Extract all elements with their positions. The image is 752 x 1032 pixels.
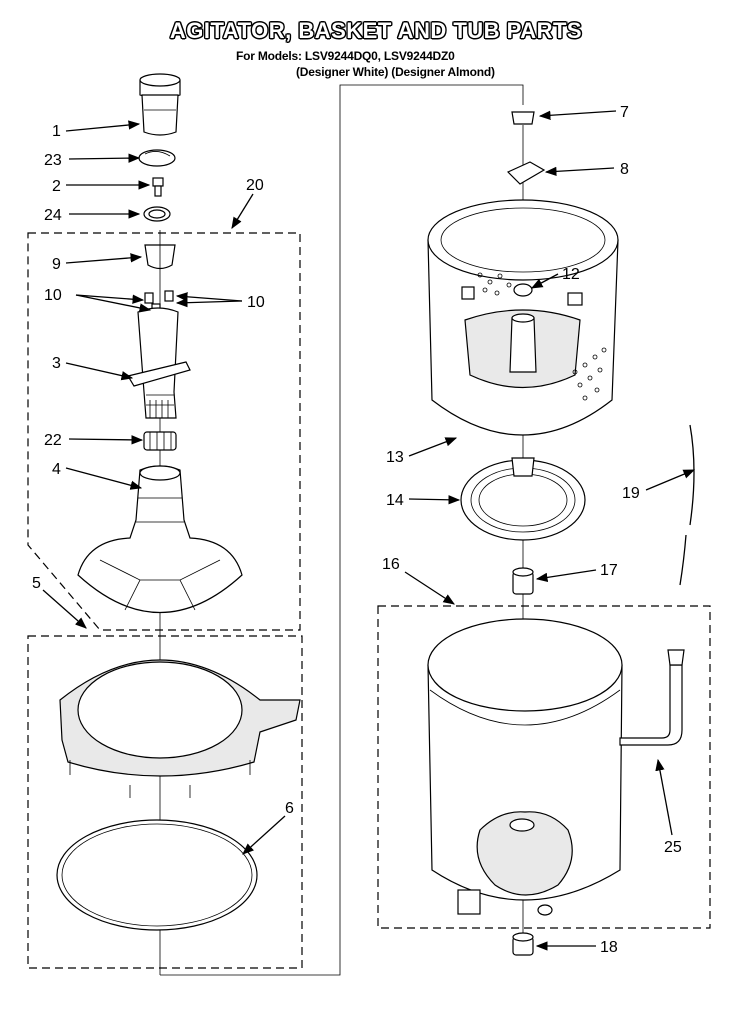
callout-8: 8 bbox=[620, 161, 629, 178]
callout-17: 17 bbox=[600, 562, 618, 579]
callout-2: 2 bbox=[52, 178, 61, 195]
colors-line: (Designer White) (Designer Almond) bbox=[296, 65, 495, 79]
callout-1: 1 bbox=[52, 123, 61, 140]
callout-9: 9 bbox=[52, 256, 61, 273]
drive-hub-part[interactable] bbox=[460, 457, 586, 541]
callout-20: 20 bbox=[246, 177, 264, 194]
basket-nut-part[interactable] bbox=[513, 283, 533, 297]
callout-16: 16 bbox=[382, 556, 400, 573]
outer-tub-group-box bbox=[377, 605, 711, 929]
bottom-grommet-part[interactable] bbox=[512, 932, 534, 956]
outer-tub-part[interactable] bbox=[427, 618, 623, 916]
callout-23: 23 bbox=[44, 152, 62, 169]
callout-18: 18 bbox=[600, 939, 618, 956]
callout-5: 5 bbox=[32, 575, 41, 592]
tub-ring-part[interactable] bbox=[59, 659, 301, 798]
retainer-part[interactable] bbox=[506, 161, 546, 185]
hose-part[interactable] bbox=[679, 424, 695, 586]
auger-part[interactable] bbox=[127, 307, 191, 419]
agitator-base-part[interactable] bbox=[77, 465, 243, 613]
agitator-cap-part[interactable] bbox=[139, 73, 181, 136]
callout-10-right: 10 bbox=[247, 294, 265, 311]
basket-part[interactable] bbox=[427, 199, 619, 436]
bolt-part[interactable] bbox=[152, 177, 164, 197]
leader-lines bbox=[42, 110, 696, 951]
callout-25: 25 bbox=[664, 839, 682, 856]
callout-10-left: 10 bbox=[44, 287, 62, 304]
callout-22: 22 bbox=[44, 432, 62, 449]
callout-6: 6 bbox=[285, 800, 294, 817]
callout-24: 24 bbox=[44, 207, 62, 224]
callout-4: 4 bbox=[52, 461, 61, 478]
agitator-group-box bbox=[27, 232, 301, 631]
bearing-part[interactable] bbox=[143, 431, 177, 451]
callout-14: 14 bbox=[386, 492, 404, 509]
grommet-part[interactable] bbox=[512, 567, 534, 595]
tub-gasket-part[interactable] bbox=[56, 819, 258, 931]
page-title: AGITATOR, BASKET AND TUB PARTS bbox=[169, 18, 583, 43]
o-ring-part[interactable] bbox=[143, 206, 171, 222]
callout-13: 13 bbox=[386, 449, 404, 466]
callout-12: 12 bbox=[562, 266, 580, 283]
cap-clip-part[interactable] bbox=[138, 149, 176, 167]
callout-7: 7 bbox=[620, 104, 629, 121]
callout-3: 3 bbox=[52, 355, 61, 372]
models-line: For Models: LSV9244DQ0, LSV9244DZ0 bbox=[236, 49, 455, 63]
callout-19: 19 bbox=[622, 485, 640, 502]
tub-ring-group-box bbox=[27, 635, 303, 969]
tub-hose-part[interactable] bbox=[619, 649, 685, 746]
nut-part[interactable] bbox=[511, 111, 535, 125]
cam-part[interactable] bbox=[144, 244, 176, 270]
connecting-line bbox=[160, 84, 524, 976]
